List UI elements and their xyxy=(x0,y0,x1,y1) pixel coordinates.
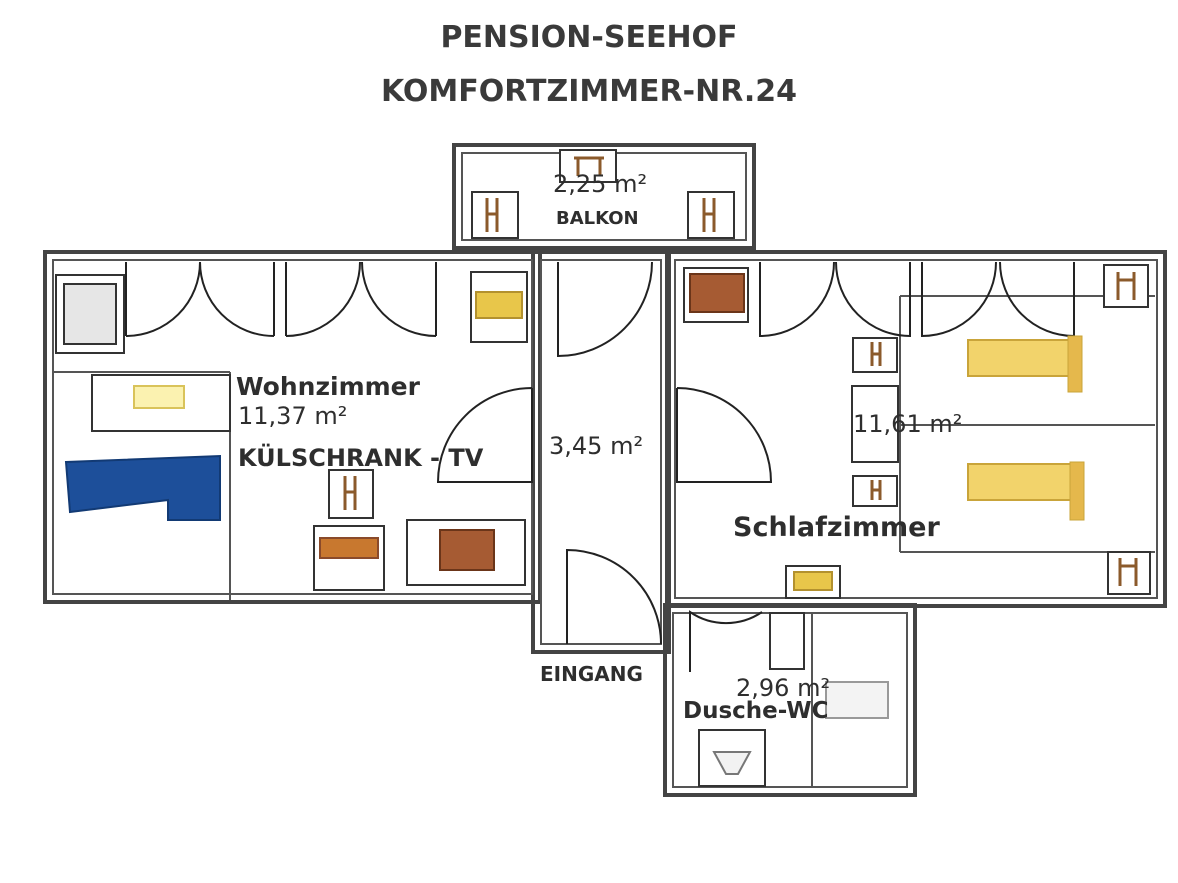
door-bad xyxy=(689,610,763,672)
door-flur-bottom xyxy=(566,548,662,645)
door-sz-1 xyxy=(759,261,835,338)
plan-title: PENSION-SEEHOF xyxy=(440,20,738,55)
door-wz-entry xyxy=(436,387,533,483)
bed-2 xyxy=(967,461,1085,521)
chair-icon xyxy=(702,198,716,232)
eingang-label: EINGANG xyxy=(540,662,643,686)
balkon-wall xyxy=(452,143,756,250)
balkon-name: BALKON xyxy=(556,208,639,229)
table-box-balkon xyxy=(559,149,617,183)
toilet-box xyxy=(769,612,805,670)
bad-name: Dusche-WC xyxy=(683,698,829,724)
bathtub xyxy=(825,681,889,719)
wohnzimmer-area: 11,37 m² xyxy=(238,402,348,430)
nightstand-icon xyxy=(1118,558,1138,586)
table-icon xyxy=(574,156,604,176)
chair-icon xyxy=(343,476,357,510)
bed-1 xyxy=(967,335,1083,393)
balkon-area: 2,25 m² xyxy=(553,170,648,198)
door-wz-2 xyxy=(199,261,275,337)
flur-area: 3,45 m² xyxy=(549,432,644,460)
nightstand-box-1 xyxy=(1103,264,1149,308)
door-wz-3 xyxy=(285,261,361,337)
door-flur-top xyxy=(557,261,653,358)
nightstand-icon xyxy=(1116,272,1136,300)
nightstand-box-2 xyxy=(1107,551,1151,595)
door-wz-4 xyxy=(361,261,437,337)
plan-subtitle: KOMFORTZIMMER-NR.24 xyxy=(380,74,798,109)
bad-area: 2,96 m² xyxy=(736,674,831,702)
wardrobe-box-sz xyxy=(851,385,899,463)
sofa xyxy=(64,454,221,521)
door-sz-entry xyxy=(676,387,773,483)
schlafzimmer-area: 11,61 m² xyxy=(853,410,963,438)
chair-icon xyxy=(870,480,882,500)
chair-icon xyxy=(870,342,882,366)
door-sz-3 xyxy=(921,261,997,338)
bad-wall xyxy=(663,603,917,797)
door-sz-4 xyxy=(999,261,1075,338)
door-wz-1 xyxy=(125,261,201,337)
chair-box-wz xyxy=(328,469,374,519)
door-sz-2 xyxy=(835,261,911,338)
wohnzimmer-name: Wohnzimmer xyxy=(236,372,420,401)
chair-icon xyxy=(485,198,499,232)
wohnzimmer-note: KÜLSCHRANK - TV xyxy=(238,444,484,472)
schlafzimmer-name: Schlafzimmer xyxy=(733,512,940,543)
